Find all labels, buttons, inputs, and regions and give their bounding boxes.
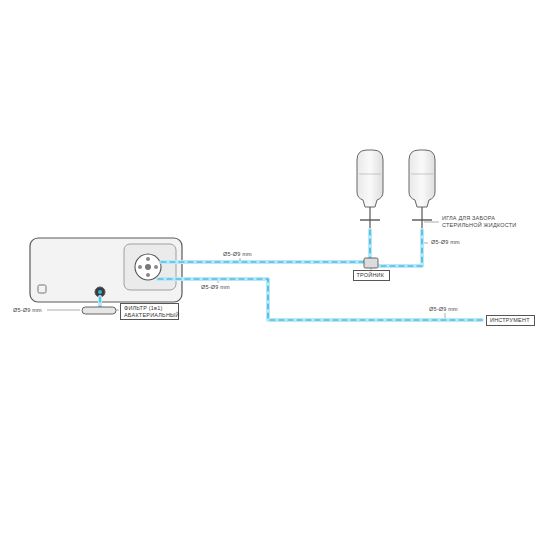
leader-line <box>47 222 445 318</box>
callout-text: ИНСТРУМЕНТ <box>490 317 531 324</box>
dimension-label: Ø5-Ø9 mm <box>428 306 459 313</box>
pump-device <box>30 238 182 302</box>
callout-text: ФИЛЬТР (1в1) АБАКТЕРИАЛЬНЫЙ <box>124 305 175 318</box>
callout-text: ТРОЙНИК <box>357 272 386 279</box>
callout-box: ТРОЙНИК <box>353 270 390 281</box>
dimension-label: Ø5-Ø9 mm <box>12 307 43 314</box>
tee-connector <box>364 258 378 268</box>
fluid-bottle <box>357 150 383 230</box>
dimension-label: Ø5-Ø9 mm <box>200 284 231 291</box>
tubing <box>100 230 482 320</box>
dimension-label: Ø5-Ø9 mm <box>222 251 253 258</box>
filter-body <box>82 307 116 314</box>
dimension-label: Ø5-Ø9 mm <box>430 239 461 246</box>
callout-box: ИНСТРУМЕНТ <box>486 315 535 326</box>
fluid-bottle <box>409 150 435 230</box>
callout-box: ФИЛЬТР (1в1) АБАКТЕРИАЛЬНЫЙ <box>120 303 179 320</box>
part-label: ИГЛА ДЛЯ ЗАБОРА СТЕРИЛЬНОЙ ЖИДКОСТИ <box>441 215 533 228</box>
